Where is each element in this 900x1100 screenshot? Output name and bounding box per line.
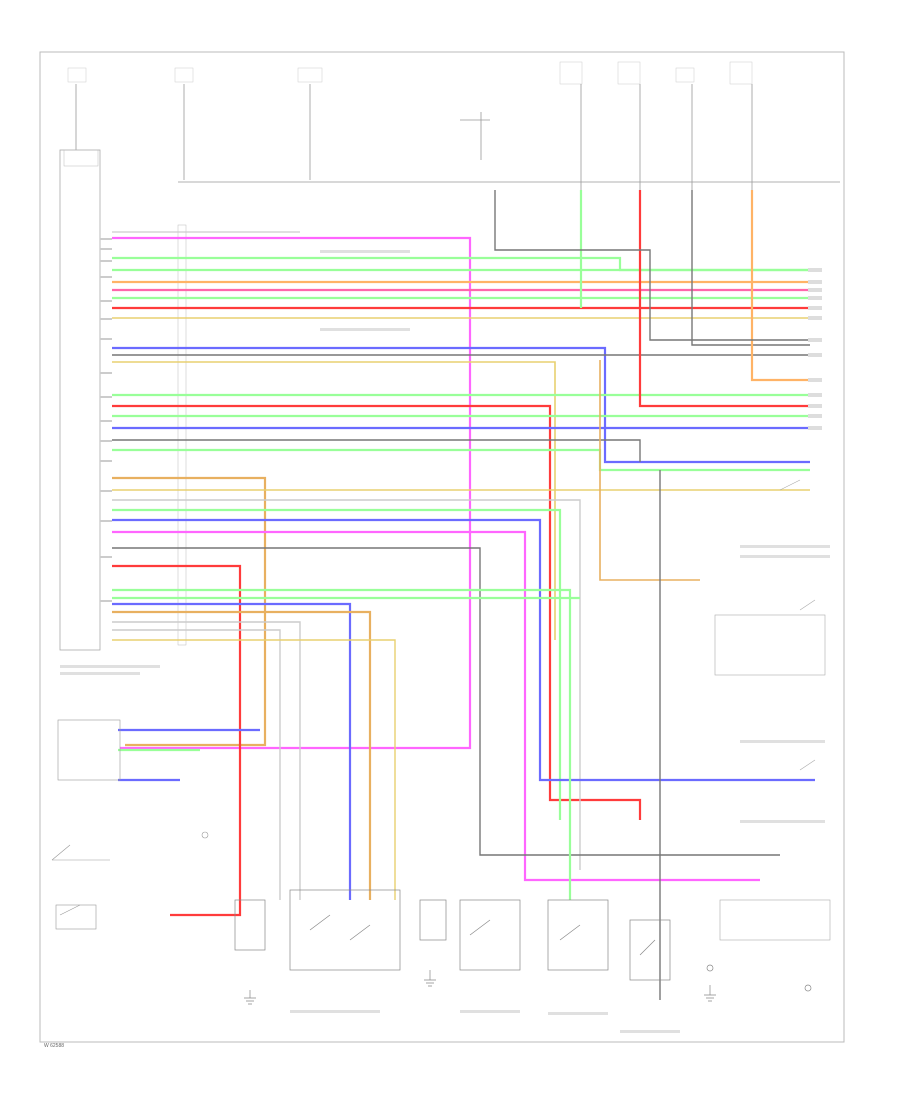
switch-icon — [51, 844, 71, 861]
switch-icon — [799, 759, 816, 771]
wire-pink-1 — [112, 236, 472, 750]
wire-orange-4 — [599, 360, 700, 581]
meter-ecu-header — [63, 149, 99, 167]
wire-yellow-4 — [112, 639, 396, 900]
top-feed-lines — [75, 84, 840, 190]
wire-lightgray-3 — [112, 621, 301, 900]
central-connector-column — [177, 224, 187, 646]
diagram-frame — [39, 51, 845, 1043]
wire-pink-2 — [112, 530, 760, 882]
switch-icon — [469, 919, 491, 936]
courtesy-lamp-switch — [629, 919, 671, 981]
wire-blue-4 — [112, 602, 352, 900]
wire-orange-3 — [112, 610, 372, 900]
wire-green-8 — [112, 588, 572, 900]
switch-icon — [59, 904, 81, 916]
switch-icon — [779, 479, 801, 491]
courtesy-switch-box — [719, 899, 831, 941]
right-terminal-ticks — [808, 268, 822, 430]
wire-blue-1 — [112, 346, 810, 464]
ground-icon — [244, 970, 716, 1005]
wire-green-7 — [112, 508, 562, 820]
right-components — [714, 479, 831, 941]
wire-blue-3 — [112, 518, 815, 782]
lamp-box — [419, 899, 447, 941]
instrument-panel-jb-box — [59, 149, 101, 651]
wire-lightgray-4 — [112, 629, 281, 900]
rear-door-switch-left — [459, 899, 521, 971]
switch-icon — [639, 939, 656, 956]
door-lock-assembly — [289, 889, 401, 971]
lamp-icon — [706, 964, 714, 972]
wire-gray-feed-2 — [494, 190, 810, 341]
diagram-code: W 62588 — [44, 1043, 65, 1049]
wire-gray-2 — [112, 439, 641, 462]
relay-box — [714, 614, 826, 676]
lamp-icon — [201, 831, 209, 839]
door-lock-box — [55, 904, 97, 930]
tiny-label-marks — [60, 250, 830, 1033]
harness-wires — [112, 190, 815, 1000]
luggage-switch — [234, 899, 266, 951]
lower-left-components — [51, 719, 209, 930]
bottom-switches — [234, 889, 812, 992]
top-fuse-labels — [67, 61, 753, 85]
wire-yellow-2 — [112, 361, 556, 640]
wire-gray-feed — [691, 190, 810, 346]
ecu-pin-markers — [100, 238, 112, 602]
rear-door-switch-right — [547, 899, 609, 971]
switch-icon — [559, 924, 581, 941]
wire-green-6 — [112, 448, 810, 472]
power-window-switch-box — [57, 719, 121, 781]
wire-orange-feed — [750, 190, 810, 382]
wire-lightgray-2 — [112, 499, 581, 870]
switch-icon — [309, 914, 371, 941]
wire-red-feed — [638, 190, 810, 408]
wire-gray-3 — [112, 547, 780, 856]
switch-icon — [799, 599, 816, 611]
lamp-icon — [804, 984, 812, 992]
wire-red-3 — [112, 564, 242, 917]
wire-green-1 — [112, 256, 810, 272]
wire-red-2 — [112, 404, 642, 820]
